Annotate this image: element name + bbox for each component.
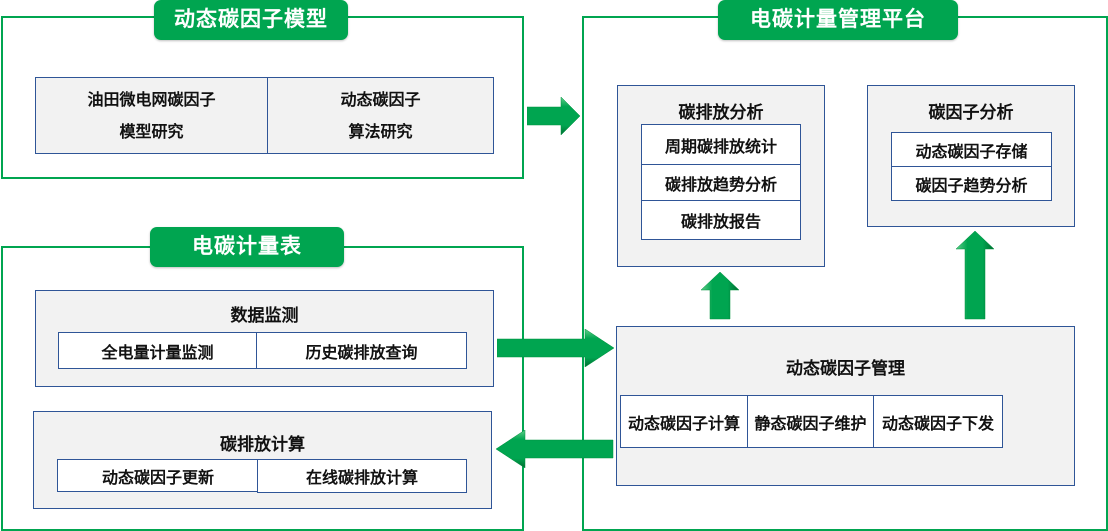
factor-management-title: 动态碳因子管理: [786, 359, 905, 379]
arrow-left-management-to-calc: [496, 430, 614, 468]
management-item-calculation: 动态碳因子计算: [620, 395, 748, 448]
meter-panel-title: 电碳计量表: [150, 227, 344, 267]
arrow-right-icon: [497, 329, 615, 367]
arrow-up-icon: [955, 231, 995, 320]
emission-item-trend-analysis: 碳排放趋势分析: [641, 164, 801, 201]
emission-item-periodic-stats: 周期碳排放统计: [641, 124, 801, 165]
emission-item-label: 碳排放趋势分析: [664, 174, 777, 194]
model-item-line: 算法研究: [348, 121, 413, 141]
management-item-label: 动态碳因子计算: [627, 413, 740, 433]
arrow-right-model-to-platform: [527, 97, 581, 135]
monitor-item-history-query: 历史碳排放查询: [256, 332, 467, 369]
calc-item-online-calc: 在线碳排放计算: [257, 459, 467, 493]
data-monitor-box: 数据监测 全电量计量监测 历史碳排放查询: [35, 290, 494, 387]
model-item-algorithm: 动态碳因子 算法研究: [267, 77, 494, 154]
arrow-up-management-to-factor: [955, 231, 995, 320]
platform-panel: 碳排放分析 周期碳排放统计 碳排放趋势分析 碳排放报告 碳因子分析 动态碳因子存…: [582, 16, 1108, 531]
model-panel-title: 动态碳因子模型: [154, 0, 348, 40]
factor-item-trend-analysis: 碳因子趋势分析: [891, 166, 1052, 201]
model-item-microgrid: 油田微电网碳因子 模型研究: [35, 77, 268, 154]
management-item-dispatch: 动态碳因子下发: [873, 395, 1003, 448]
emission-item-label: 周期碳排放统计: [664, 136, 777, 156]
model-item-line: 动态碳因子: [340, 89, 421, 109]
management-item-static-maintenance: 静态碳因子维护: [747, 395, 874, 448]
factor-item-label: 动态碳因子存储: [915, 141, 1028, 161]
model-item-line: 模型研究: [119, 121, 184, 141]
monitor-item-label: 历史碳排放查询: [305, 342, 418, 362]
factor-analysis-title: 碳因子分析: [928, 103, 1014, 123]
calc-item-label: 在线碳排放计算: [305, 468, 418, 487]
arrow-left-icon: [496, 430, 614, 468]
arrow-right-icon: [527, 97, 581, 135]
model-items-box: 油田微电网碳因子 模型研究 动态碳因子 算法研究: [35, 77, 494, 154]
model-panel: 油田微电网碳因子 模型研究 动态碳因子 算法研究: [1, 16, 524, 179]
factor-management-box: 动态碳因子管理 动态碳因子计算 静态碳因子维护 动态碳因子下发: [616, 326, 1075, 486]
model-item-line: 油田微电网碳因子: [87, 89, 216, 109]
meter-panel: 数据监测 全电量计量监测 历史碳排放查询 碳排放计算 动态碳因子更新 在线碳排放…: [1, 246, 524, 531]
emission-item-label: 碳排放报告: [680, 212, 761, 231]
monitor-item-label: 全电量计量监测: [101, 342, 214, 362]
factor-item-storage: 动态碳因子存储: [891, 132, 1052, 167]
emission-calc-box: 碳排放计算 动态碳因子更新 在线碳排放计算: [33, 411, 492, 509]
arrow-right-monitor-to-management: [497, 329, 615, 367]
emission-analysis-title: 碳排放分析: [678, 103, 764, 123]
data-monitor-title: 数据监测: [230, 306, 299, 326]
factor-item-label: 碳因子趋势分析: [915, 175, 1028, 195]
management-item-label: 动态碳因子下发: [881, 413, 994, 433]
management-item-label: 静态碳因子维护: [754, 413, 867, 433]
calc-item-label: 动态碳因子更新: [101, 467, 214, 487]
factor-analysis-box: 碳因子分析 动态碳因子存储 碳因子趋势分析: [867, 85, 1075, 227]
calc-item-factor-update: 动态碳因子更新: [57, 459, 259, 492]
monitor-item-full-metering: 全电量计量监测: [58, 332, 257, 369]
arrow-up-icon: [700, 272, 740, 320]
platform-panel-title: 电碳计量管理平台: [718, 0, 958, 40]
emission-item-report: 碳排放报告: [641, 200, 801, 240]
arrow-up-management-to-emission: [700, 272, 740, 320]
emission-calc-title: 碳排放计算: [220, 435, 305, 455]
emission-analysis-box: 碳排放分析 周期碳排放统计 碳排放趋势分析 碳排放报告: [617, 85, 825, 267]
